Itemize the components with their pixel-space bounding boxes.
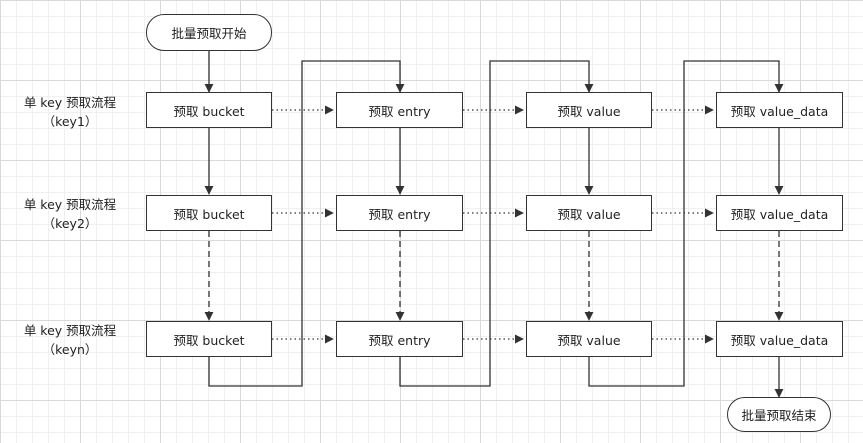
row-label-line2: （key1） xyxy=(42,114,98,129)
row-label-key1: 单 key 预取流程 （key1） xyxy=(0,93,140,131)
loop-bucket-to-entry xyxy=(208,60,405,387)
step-entry-key1: 预取 entry xyxy=(336,92,463,128)
row-label-line1: 单 key 预取流程 xyxy=(23,95,117,110)
row-label-keyn: 单 key 预取流程 （keyn） xyxy=(0,321,140,359)
step-value-data-key2: 预取 value_data xyxy=(716,195,843,231)
start-node: 批量预取开始 xyxy=(146,14,272,51)
row-label-line2: （keyn） xyxy=(42,342,98,357)
row-label-line1: 单 key 预取流程 xyxy=(23,323,117,338)
step-entry-keyn: 预取 entry xyxy=(336,321,463,357)
step-value-key1: 预取 value xyxy=(526,92,652,128)
row-label-line1: 单 key 预取流程 xyxy=(23,197,117,212)
step-bucket-key1: 预取 bucket xyxy=(146,92,272,128)
step-value-keyn: 预取 value xyxy=(526,321,652,357)
loop-value-to-valuedata xyxy=(588,60,784,387)
step-entry-key2: 预取 entry xyxy=(336,195,463,231)
loop-entry-to-value xyxy=(399,60,594,387)
step-value-key2: 预取 value xyxy=(526,195,652,231)
step-value-data-key1: 预取 value_data xyxy=(716,92,843,128)
step-bucket-key2: 预取 bucket xyxy=(146,195,272,231)
step-bucket-keyn: 预取 bucket xyxy=(146,321,272,357)
row-label-line2: （key2） xyxy=(42,216,98,231)
step-value-data-keyn: 预取 value_data xyxy=(716,321,843,357)
row-label-key2: 单 key 预取流程 （key2） xyxy=(0,195,140,233)
end-node: 批量预取结束 xyxy=(727,397,831,432)
